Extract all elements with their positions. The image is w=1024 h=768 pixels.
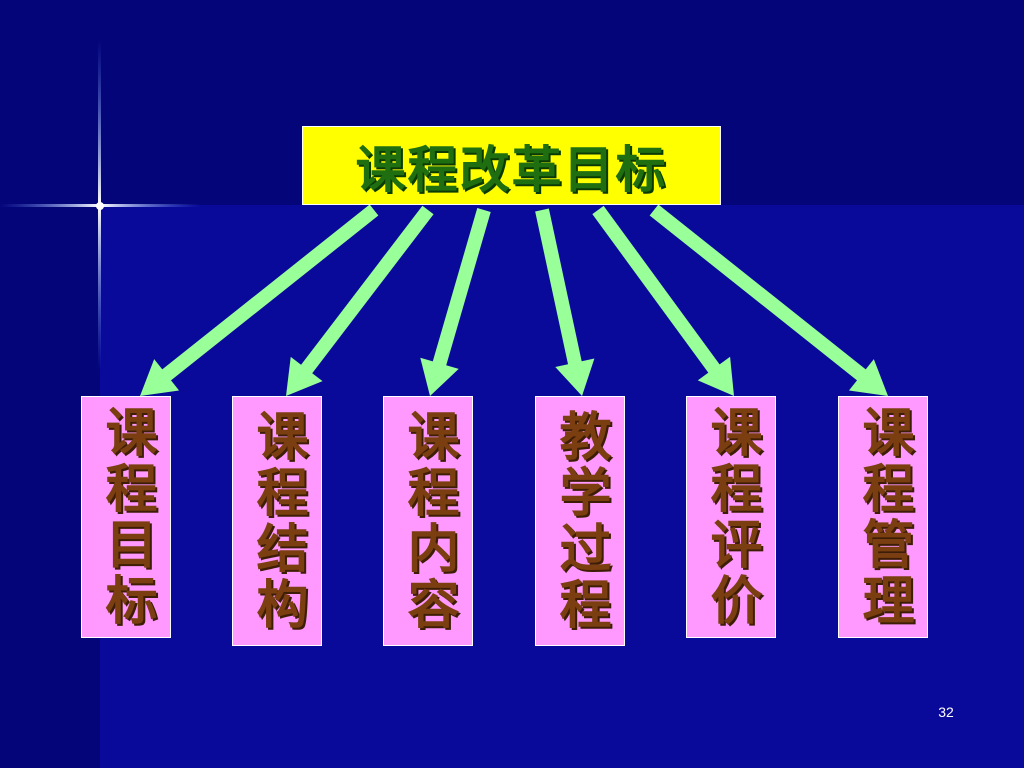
child-node: 课程目标: [81, 396, 171, 638]
connector-arrow: [592, 205, 734, 396]
child-node-label: 课程目标: [96, 405, 157, 629]
arrow-shaft: [299, 205, 434, 375]
arrow-head: [140, 359, 180, 396]
arrow-head: [286, 356, 323, 396]
arrow-head: [848, 359, 888, 396]
child-node-label: 课程管理: [853, 405, 914, 629]
child-node: 课程结构: [232, 396, 322, 646]
arrow-shaft: [535, 208, 583, 367]
connector-arrow: [649, 204, 888, 396]
connector-arrow: [535, 208, 595, 396]
arrow-shaft: [432, 208, 491, 368]
root-node: 课程改革目标: [302, 126, 721, 205]
arrow-head: [420, 357, 459, 396]
child-node-label: 教学过程: [550, 409, 611, 633]
child-node: 课程评价: [686, 396, 776, 638]
connector-arrow: [420, 208, 491, 396]
root-node-label: 课程改革目标: [355, 139, 668, 199]
arrow-head: [555, 358, 595, 396]
arrow-shaft: [160, 204, 379, 382]
left-band: [0, 0, 100, 768]
child-node-label: 课程内容: [398, 409, 459, 633]
connector-arrow: [286, 205, 434, 396]
connector-arrow: [140, 204, 379, 396]
child-node: 教学过程: [535, 396, 625, 646]
page-number: 32: [938, 704, 954, 720]
arrow-shaft: [592, 205, 721, 375]
arrow-shaft: [649, 204, 868, 382]
child-node: 课程内容: [383, 396, 473, 646]
child-node: 课程管理: [838, 396, 928, 638]
child-node-label: 课程评价: [701, 405, 762, 629]
child-node-label: 课程结构: [247, 409, 308, 633]
arrow-head: [697, 356, 734, 396]
